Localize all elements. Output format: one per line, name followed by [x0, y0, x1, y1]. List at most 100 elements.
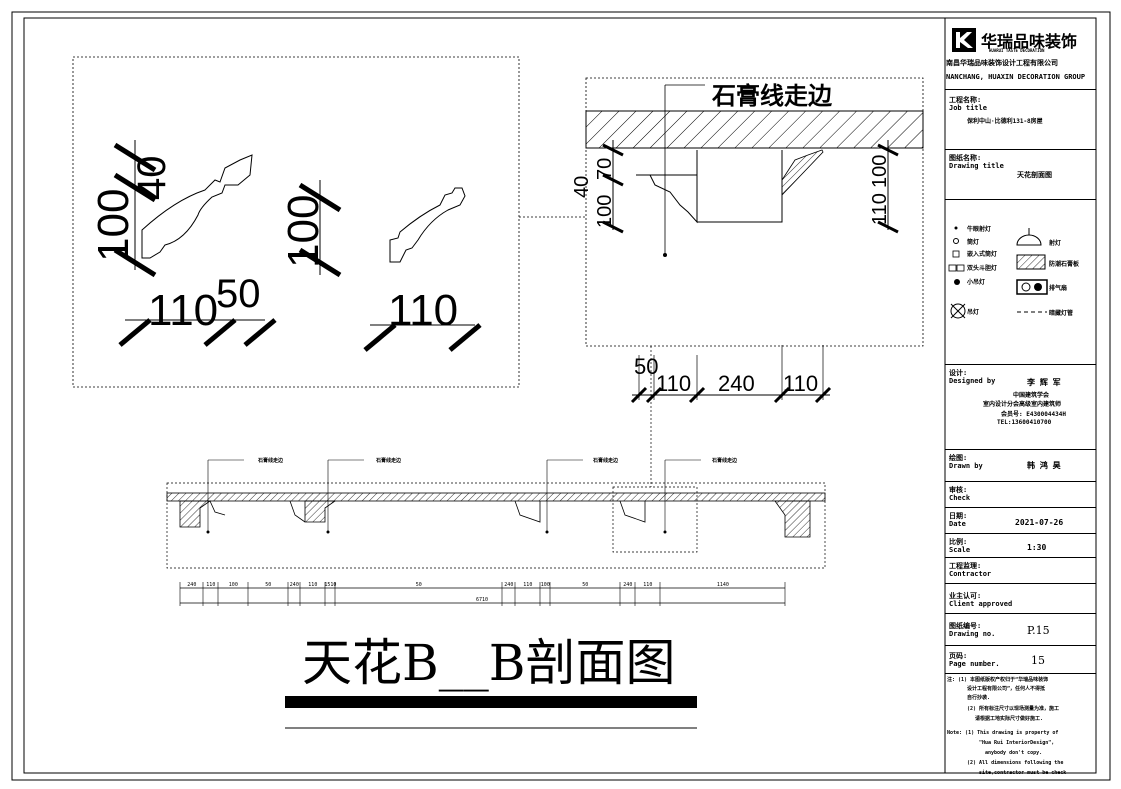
- note-en-1: Note: (1) This drawing is property of: [947, 730, 1059, 736]
- legend-cell: 牛眼射灯 筒灯 嵌入式筒灯 双头斗胆灯 小吊灯 吊灯 射灯 防潮石膏板 排气扇 …: [945, 200, 1096, 365]
- section-dim-label: 1140: [717, 582, 729, 588]
- date-cell: 日期: Date 2021-07-26: [945, 508, 1096, 534]
- page-value: 15: [1031, 654, 1045, 667]
- dim-mid-100: 100: [279, 195, 328, 268]
- drawing-no-label-cn: 图纸编号:: [949, 622, 982, 630]
- drawing-no-label-en: Drawing no.: [949, 630, 996, 638]
- job-cell: 工程名称: Job title 保利中山·比德利131-8房屋: [945, 90, 1096, 150]
- dim-bottom-110a: 110: [656, 371, 691, 396]
- dim-bottom-50: 50: [634, 354, 658, 379]
- note-en-5: site,contractor must be check: [979, 770, 1067, 776]
- section-dim-label: 100: [229, 582, 238, 588]
- contractor-label-cn: 工程监理:: [949, 562, 982, 570]
- section-title: 天花B__B剖面图: [302, 634, 676, 692]
- designer-org2: 室内设计分会高级室内建筑师: [983, 401, 1062, 408]
- check-cell: 审核: Check: [945, 482, 1096, 508]
- note-en-4: (2) All dimensions following the: [967, 760, 1064, 766]
- section-dim-label: 110: [523, 582, 532, 588]
- ceiling-section: [166, 459, 826, 606]
- legend-label-r1: 射灯: [1049, 240, 1062, 247]
- legend-label-5: 小吊灯: [967, 279, 986, 286]
- note-cn-3: 自行抄袭.: [967, 695, 991, 701]
- date-value: 2021-07-26: [1015, 518, 1064, 527]
- section-dim-label: 100: [541, 582, 550, 588]
- section-total-dim: 6710: [476, 597, 488, 603]
- dim-right-100b: 100: [869, 155, 891, 188]
- drawing-no-cell: 图纸编号: Drawing no. P.15: [945, 614, 1096, 646]
- section-dim-label: 1510: [324, 582, 336, 588]
- dim-bottom-110b: 110: [783, 371, 818, 396]
- title-block: 华瑞品味装饰 HUARUI TASTE DECORATION 南昌华瑞品味装饰设…: [945, 18, 1096, 776]
- company-logo-icon: [952, 28, 976, 52]
- section-dim-label: 240: [623, 582, 632, 588]
- dim-right-100a: 100: [594, 195, 616, 228]
- page-label-en: Page number.: [949, 660, 1000, 668]
- section-dim-label: 110: [643, 582, 652, 588]
- page-cell: 页码: Page number. 15: [945, 646, 1096, 674]
- drawing-label-en: Drawing title: [949, 162, 1004, 170]
- drawn-label-cn: 绘图:: [949, 454, 968, 462]
- company-sub: HUARUI TASTE DECORATION: [989, 48, 1045, 53]
- section-dim-label: 110: [308, 582, 317, 588]
- date-label-en: Date: [949, 520, 966, 528]
- company-cell: 华瑞品味装饰 HUARUI TASTE DECORATION 南昌华瑞品味装饰设…: [945, 18, 1096, 90]
- section-dim-label: 50: [265, 582, 271, 588]
- section-dim-label: 240: [504, 582, 513, 588]
- section-dim-label: 240: [187, 582, 196, 588]
- scale-label-cn: 比例:: [949, 538, 968, 546]
- dim-bottom-240: 240: [718, 371, 755, 396]
- section-label-a: 石膏线走边: [257, 457, 284, 464]
- client-cell: 业主认可: Client approved: [945, 584, 1096, 614]
- section-dim-label: 50: [416, 582, 422, 588]
- drawing-value: 天花剖面图: [1017, 171, 1052, 179]
- section-dim-label: 110: [206, 582, 215, 588]
- check-label-cn: 审核:: [949, 486, 968, 494]
- client-label-en: Client approved: [949, 600, 1013, 608]
- legend-symbols: [948, 226, 1048, 319]
- drawn-label-en: Drawn by: [949, 462, 983, 470]
- scale-value: 1:30: [1027, 543, 1047, 552]
- designer-cell: 设计: Designed by 李 辉 军 中国建筑学会 室内设计分会高级室内建…: [945, 365, 1096, 450]
- dim-right-70: 70: [594, 158, 616, 180]
- drawing-label-cn: 图纸名称:: [949, 154, 982, 162]
- job-label-cn: 工程名称:: [949, 96, 982, 104]
- client-label-cn: 业主认可:: [949, 592, 982, 600]
- designer-name: 李 辉 军: [1027, 378, 1061, 387]
- dim-left-50: 50: [216, 272, 261, 316]
- company-en: NANCHANG, HUAXIN DECORATION GROUP: [946, 73, 1086, 81]
- section-dim-label: 240: [290, 582, 299, 588]
- dim-right-110: 110: [869, 193, 891, 225]
- profile-detail-left: [72, 56, 520, 388]
- designer-label-cn: 设计:: [949, 369, 968, 377]
- contractor-label-en: Contractor: [949, 570, 992, 578]
- scale-label-en: Scale: [949, 546, 971, 554]
- legend-label-2: 筒灯: [967, 239, 980, 246]
- designer-org: 中国建筑学会: [1013, 392, 1050, 399]
- scale-cell: 比例: Scale 1:30: [945, 534, 1096, 558]
- dim-mid-110: 110: [388, 286, 458, 335]
- title-underline-thick: [285, 696, 697, 708]
- legend-label-r4: 暗藏灯管: [1049, 310, 1074, 317]
- legend-label-4: 双头斗胆灯: [967, 265, 998, 272]
- section-label-c: 石膏线走边: [592, 457, 619, 464]
- legend-label-3: 嵌入式筒灯: [967, 251, 998, 258]
- section-label-b: 石膏线走边: [375, 457, 402, 464]
- inner-border: [23, 17, 1097, 774]
- note-cn-5: 请根据工地实际尺寸做好施工.: [975, 716, 1044, 722]
- drawn-cell: 绘图: Drawn by 韩 鸿 昊: [945, 450, 1096, 482]
- dim-left-100: 100: [89, 189, 138, 262]
- contractor-cell: 工程监理: Contractor: [945, 558, 1096, 584]
- note-cn-2: 设计工程有限公司”，任何人不得抵: [967, 686, 1046, 692]
- page-label-cn: 页码:: [949, 652, 968, 660]
- designer-tel: TEL:13600410700: [997, 419, 1052, 426]
- job-label-en: Job title: [949, 104, 987, 112]
- drawing-title-cell: 图纸名称: Drawing title 天花剖面图: [945, 150, 1096, 200]
- drawing-no-value: P.15: [1027, 624, 1050, 637]
- drawn-name: 韩 鸿 昊: [1027, 461, 1061, 470]
- legend-label-1: 牛眼射灯: [967, 226, 992, 233]
- note-cn-4: (2) 所有标注尺寸以现场测量为准，施工: [967, 706, 1060, 712]
- legend-label-r3: 排气扇: [1049, 285, 1068, 292]
- date-label-cn: 日期:: [949, 512, 968, 520]
- company-cn: 南昌华瑞品味装饰设计工程有限公司: [946, 59, 1058, 67]
- section-label-d: 石膏线走边: [711, 457, 738, 464]
